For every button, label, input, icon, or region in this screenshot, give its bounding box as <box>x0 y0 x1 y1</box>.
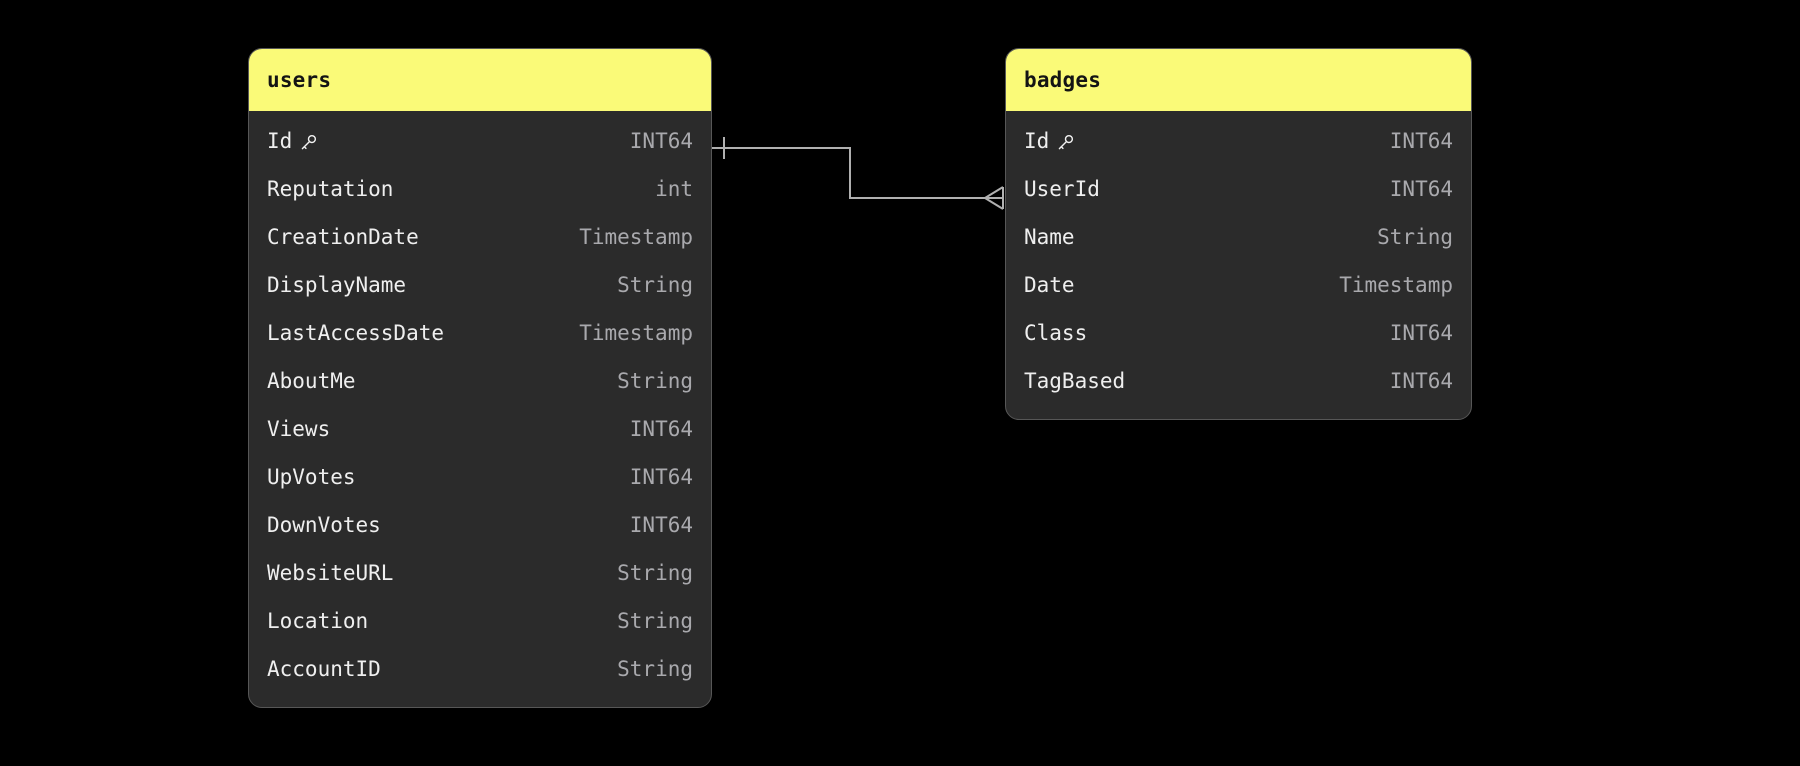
field-name: AboutMe <box>267 368 356 393</box>
field-row[interactable]: DisplayName String <box>249 261 711 309</box>
field-type: INT64 <box>1389 176 1453 201</box>
relationship-line <box>712 147 1003 199</box>
field-row[interactable]: Date Timestamp <box>1006 261 1471 309</box>
entity-title-users: users <box>267 68 332 92</box>
field-type: INT64 <box>1389 128 1453 153</box>
field-name: TagBased <box>1024 368 1126 393</box>
entity-header-users[interactable]: users <box>249 49 711 111</box>
field-name-label: UserId <box>1024 176 1100 201</box>
cardinality-many-marker <box>984 186 1004 210</box>
field-name: Reputation <box>267 176 394 201</box>
relationship-connector[interactable] <box>712 137 1004 210</box>
field-name: Views <box>267 416 331 441</box>
field-type: String <box>617 608 693 633</box>
field-type: INT64 <box>629 512 693 537</box>
field-row[interactable]: Reputation int <box>249 165 711 213</box>
field-name-label: CreationDate <box>267 224 419 249</box>
key-icon <box>299 133 318 152</box>
field-name: Location <box>267 608 369 633</box>
entity-header-badges[interactable]: badges <box>1006 49 1471 111</box>
field-row[interactable]: TagBased INT64 <box>1006 357 1471 405</box>
field-name: UpVotes <box>267 464 356 489</box>
field-type: Timestamp <box>579 224 693 249</box>
field-type: INT64 <box>1389 368 1453 393</box>
field-type: INT64 <box>1389 320 1453 345</box>
field-name-label: Id <box>267 128 293 153</box>
field-name: LastAccessDate <box>267 320 445 345</box>
field-type: INT64 <box>629 416 693 441</box>
field-row[interactable]: LastAccessDate Timestamp <box>249 309 711 357</box>
field-row[interactable]: Class INT64 <box>1006 309 1471 357</box>
field-name-label: Date <box>1024 272 1075 297</box>
field-name: Date <box>1024 272 1075 297</box>
field-name-label: DisplayName <box>267 272 407 297</box>
field-type: Timestamp <box>1339 272 1453 297</box>
field-type: INT64 <box>629 128 693 153</box>
field-row[interactable]: WebsiteURL String <box>249 549 711 597</box>
field-row[interactable]: AboutMe String <box>249 357 711 405</box>
field-name: AccountID <box>267 656 381 681</box>
field-row[interactable]: Id INT64 <box>1006 117 1471 165</box>
field-name-label: Reputation <box>267 176 394 201</box>
field-name-label: TagBased <box>1024 368 1126 393</box>
field-name-label: WebsiteURL <box>267 560 394 585</box>
field-name: WebsiteURL <box>267 560 394 585</box>
field-type: String <box>617 656 693 681</box>
field-name: Id <box>267 128 318 153</box>
field-type: INT64 <box>629 464 693 489</box>
field-name-label: Id <box>1024 128 1050 153</box>
field-name: DisplayName <box>267 272 407 297</box>
field-row[interactable]: CreationDate Timestamp <box>249 213 711 261</box>
field-name-label: DownVotes <box>267 512 381 537</box>
field-type: String <box>617 272 693 297</box>
field-name-label: AboutMe <box>267 368 356 393</box>
field-row[interactable]: UpVotes INT64 <box>249 453 711 501</box>
field-name-label: UpVotes <box>267 464 356 489</box>
field-name-label: LastAccessDate <box>267 320 445 345</box>
field-name: Id <box>1024 128 1075 153</box>
field-name-label: Class <box>1024 320 1088 345</box>
field-name-label: Location <box>267 608 369 633</box>
field-row[interactable]: DownVotes INT64 <box>249 501 711 549</box>
field-type: Timestamp <box>579 320 693 345</box>
field-row[interactable]: Location String <box>249 597 711 645</box>
field-name-label: Views <box>267 416 331 441</box>
field-name-label: AccountID <box>267 656 381 681</box>
field-row[interactable]: Id INT64 <box>249 117 711 165</box>
field-name: DownVotes <box>267 512 381 537</box>
field-name: Class <box>1024 320 1088 345</box>
field-row[interactable]: Views INT64 <box>249 405 711 453</box>
field-name: UserId <box>1024 176 1100 201</box>
field-type: int <box>655 176 693 201</box>
field-type: String <box>1377 224 1453 249</box>
field-type: String <box>617 368 693 393</box>
field-type: String <box>617 560 693 585</box>
key-icon <box>1056 133 1075 152</box>
field-row[interactable]: UserId INT64 <box>1006 165 1471 213</box>
field-name: Name <box>1024 224 1075 249</box>
field-row[interactable]: AccountID String <box>249 645 711 693</box>
field-name: CreationDate <box>267 224 419 249</box>
field-name-label: Name <box>1024 224 1075 249</box>
entity-title-badges: badges <box>1024 68 1102 92</box>
field-row[interactable]: Name String <box>1006 213 1471 261</box>
